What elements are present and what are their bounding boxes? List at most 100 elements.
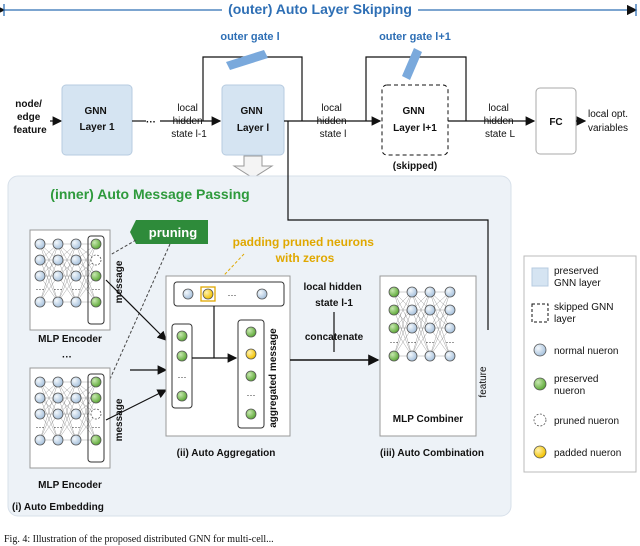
connection <box>429 291 451 357</box>
neuron <box>388 304 400 316</box>
legend-box <box>523 255 637 473</box>
ellipsis: ··· <box>92 422 101 432</box>
fc-label: FC <box>549 117 562 128</box>
neuron <box>533 413 547 427</box>
connection <box>429 291 451 329</box>
ellipsis: ··· <box>72 284 81 294</box>
ellipsis: ··· <box>408 337 417 347</box>
mlp-encoder-label-top: MLP Encoder <box>38 334 102 345</box>
inner-title: (inner) Auto Message Passing <box>50 186 249 202</box>
vertical-dots: ··· <box>62 352 72 363</box>
gnn-layer-l1 <box>381 84 449 156</box>
ellipsis: ··· <box>446 337 455 347</box>
connection <box>411 327 431 357</box>
neuron <box>406 322 418 334</box>
neuron <box>70 270 82 282</box>
neuron <box>444 304 456 316</box>
neuron <box>202 288 214 300</box>
connection <box>57 381 77 441</box>
neuron <box>34 434 46 446</box>
outer-title: (outer) Auto Layer Skipping <box>228 1 412 17</box>
neuron <box>90 254 102 266</box>
neuron <box>70 254 82 266</box>
neuron <box>34 376 46 388</box>
connection <box>429 309 451 357</box>
neuron <box>245 348 257 360</box>
neuron <box>245 370 257 382</box>
neuron <box>182 288 194 300</box>
message-label-bottom: message <box>114 398 125 441</box>
neuron <box>388 350 400 362</box>
neuron <box>34 270 46 282</box>
neuron <box>533 377 547 391</box>
ellipsis: ··· <box>390 337 399 347</box>
mlp-encoder-label-bottom: MLP Encoder <box>38 480 102 491</box>
padding-note: padding pruned neurons with zeros <box>233 235 378 265</box>
neuron <box>34 408 46 420</box>
neuron <box>406 304 418 316</box>
gate-l1-label: outer gate l+1 <box>379 31 451 43</box>
gnn-layer-1 <box>61 84 133 156</box>
connection <box>57 243 77 303</box>
neuron <box>176 350 188 362</box>
pruning-label: pruning <box>149 225 197 240</box>
message-label-top: message <box>114 260 125 303</box>
gate-l-symbol <box>226 50 268 70</box>
mlp-combiner: ············ <box>379 275 477 437</box>
neuron <box>533 445 547 459</box>
legend-label-pruned: pruned nueron <box>554 416 619 427</box>
ellipsis: ··· <box>92 284 101 294</box>
aggregation-box: ········· <box>165 275 291 437</box>
connection <box>39 381 59 441</box>
ellipsis: ··· <box>247 390 256 400</box>
ellipsis: ··· <box>72 422 81 432</box>
connection <box>75 243 97 303</box>
connection <box>75 381 97 415</box>
state-l-label: local hidden state l <box>317 103 350 140</box>
neuron <box>52 238 64 250</box>
connection <box>39 243 59 303</box>
neuron <box>90 434 102 446</box>
gnn-layer-l-label: GNN Layer l <box>237 106 269 134</box>
state-L-label: local hidden state L <box>484 103 517 140</box>
connection <box>57 381 77 415</box>
connection <box>39 397 59 441</box>
neuron <box>176 390 188 402</box>
neuron <box>444 286 456 298</box>
mlp-encoder-top: ············ <box>29 229 111 331</box>
connection <box>75 275 97 303</box>
neuron <box>245 326 257 338</box>
neuron <box>424 304 436 316</box>
connection <box>411 309 431 357</box>
ellipsis: ··· <box>36 284 45 294</box>
neuron <box>424 350 436 362</box>
input-label: node/ edge feature <box>13 99 47 136</box>
feature-label: feature <box>478 366 489 398</box>
connection <box>393 327 413 357</box>
neuron <box>388 286 400 298</box>
connection <box>411 291 431 357</box>
neuron <box>70 434 82 446</box>
connection <box>75 243 97 277</box>
neuron <box>90 376 102 388</box>
connection <box>39 381 59 415</box>
aggregated-message-label: aggregated message <box>268 328 279 428</box>
neuron <box>52 376 64 388</box>
connection <box>39 259 59 303</box>
mlp-encoder-bottom: ············ <box>29 367 111 469</box>
legend-label-normal: normal nueron <box>554 346 618 357</box>
aggregation-label: (ii) Auto Aggregation <box>177 448 276 459</box>
zoom-arrow <box>232 155 274 179</box>
connection <box>429 327 451 357</box>
neuron <box>90 270 102 282</box>
neuron <box>70 296 82 308</box>
pruning-tag <box>130 220 208 244</box>
neuron <box>70 392 82 404</box>
connection <box>75 413 97 441</box>
ellipsis: ··· <box>178 372 187 382</box>
neuron <box>388 322 400 334</box>
